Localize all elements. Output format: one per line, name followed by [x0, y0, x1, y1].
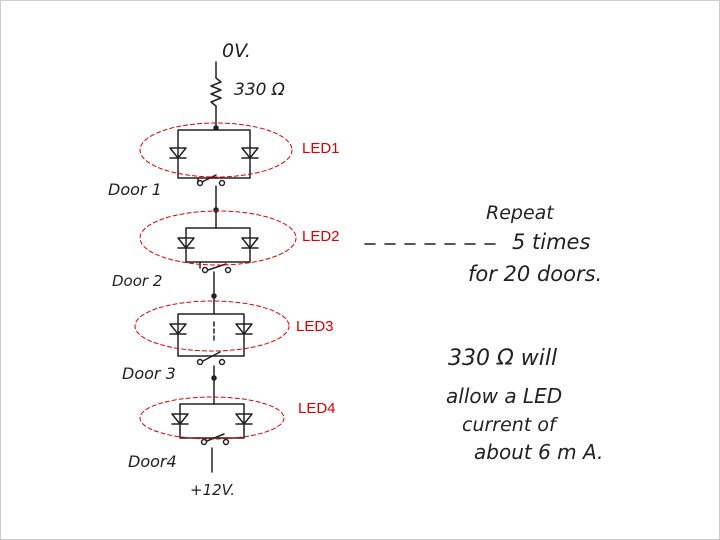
led3-label: LED3: [296, 318, 334, 335]
led-pair-3: [169, 313, 253, 357]
led3-ellipse: [134, 300, 290, 352]
led-pair-4: [171, 403, 253, 439]
door-switch-4: [200, 433, 230, 473]
led1-ellipse: [139, 122, 293, 178]
led-pair-2: [177, 227, 259, 263]
current-note-line4: about 6 m A.: [474, 440, 604, 464]
supply-top-label: 0V.: [222, 40, 251, 62]
led1-label: LED1: [302, 140, 340, 157]
resistor-label: 330 Ω: [234, 80, 285, 100]
led2-ellipse: [139, 210, 297, 266]
led4-ellipse: [139, 396, 285, 440]
led-highlight-ellipses: [134, 122, 297, 440]
repeat-note-line1: Repeat: [486, 202, 554, 224]
current-note-line1: 330 Ω will: [448, 346, 558, 371]
door1-label: Door 1: [108, 180, 162, 199]
resistor-symbol: [210, 77, 222, 107]
led2-label: LED2: [302, 228, 340, 245]
door-switch-3: [196, 351, 226, 405]
repeat-note-line3: for 20 doors.: [468, 262, 603, 286]
repeat-note-line2: 5 times: [512, 230, 591, 254]
led-pair-1: [169, 125, 259, 179]
door-switch-1: [196, 174, 226, 229]
door2-label: Door 2: [112, 272, 163, 290]
led4-label: LED4: [298, 400, 336, 417]
current-note-line3: current of: [462, 414, 556, 436]
supply-bottom-label: +12V.: [190, 481, 235, 499]
current-note-line2: allow a LED: [446, 384, 563, 408]
door-switch-2: [199, 261, 232, 315]
door3-label: Door 3: [122, 364, 176, 383]
door4-label: Door4: [128, 452, 177, 471]
